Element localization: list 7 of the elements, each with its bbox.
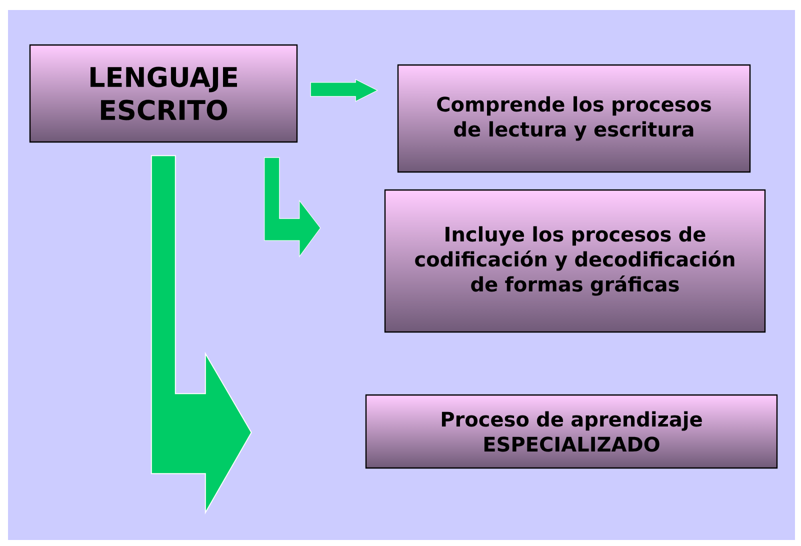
process-box: Proceso de aprendizaje ESPECIALIZADO [365, 394, 778, 469]
arrow [310, 78, 378, 102]
arrow [264, 157, 321, 258]
process-box: Incluye los procesos de codificación y decodificación de formas gráficas [384, 189, 766, 333]
process-box: LENGUAJE ESCRITO [29, 44, 298, 143]
process-box: Comprende los procesos de lectura y escritura [397, 64, 751, 173]
arrow [150, 155, 252, 514]
